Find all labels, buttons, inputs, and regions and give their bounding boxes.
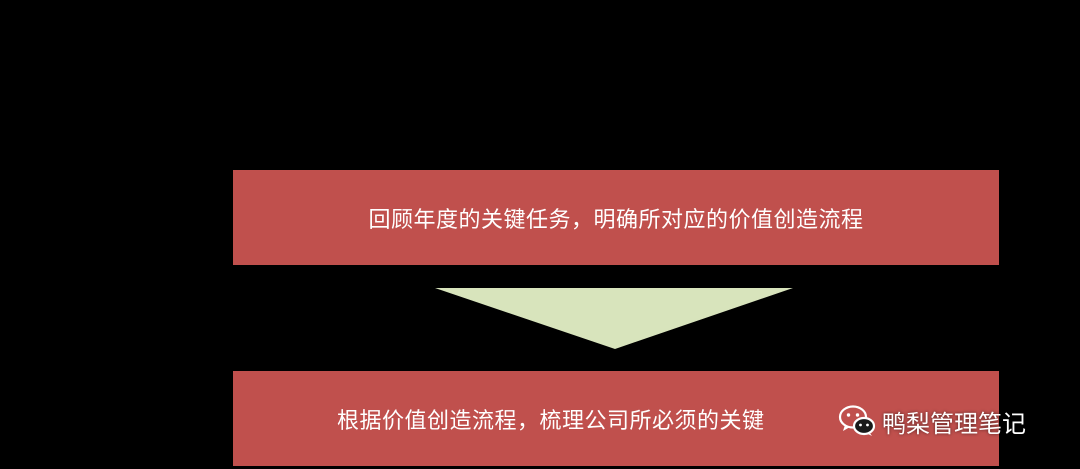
wechat-icon: [838, 405, 876, 436]
step-box-2: 根据价值创造流程，梳理公司所必须的关键: [233, 371, 999, 466]
down-arrow: [435, 288, 793, 349]
step-2-text: 根据价值创造流程，梳理公司所必须的关键: [337, 408, 765, 434]
arrow-triangle: [435, 288, 793, 349]
step-1-text: 回顾年度的关键任务，明确所对应的价值创造流程: [368, 207, 864, 233]
step-box-1: 回顾年度的关键任务，明确所对应的价值创造流程: [233, 170, 999, 265]
watermark: 鸭梨管理笔记: [838, 404, 1026, 438]
watermark-text: 鸭梨管理笔记: [882, 409, 1026, 438]
